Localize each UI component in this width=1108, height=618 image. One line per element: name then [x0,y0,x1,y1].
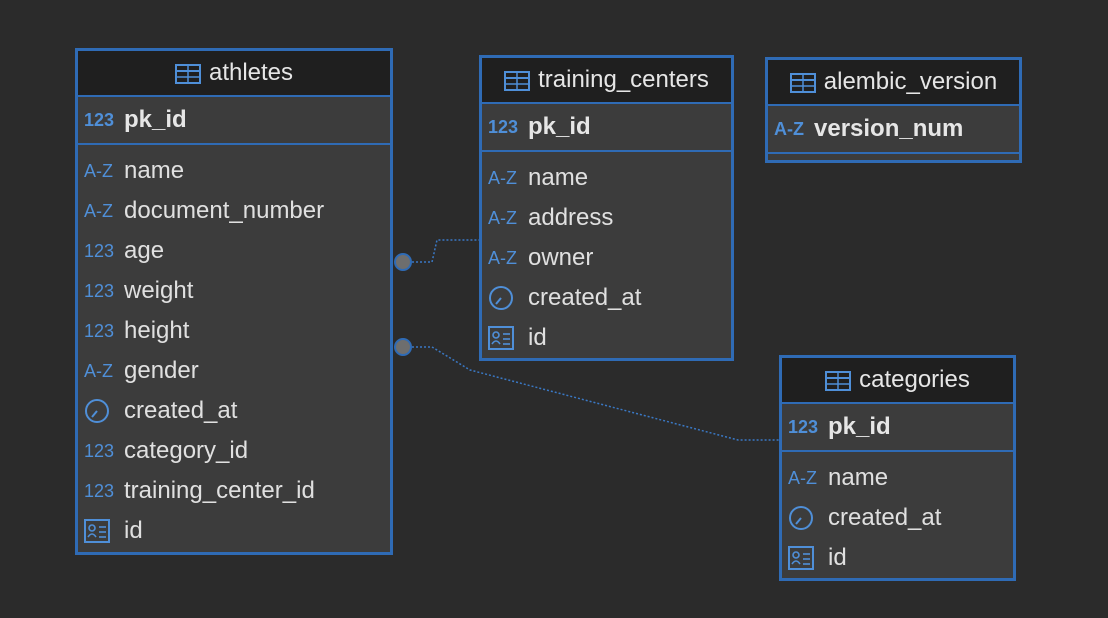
entity-header[interactable]: alembic_version [768,60,1019,106]
number-type-icon: 123 [84,440,115,461]
table-icon [825,370,852,391]
column-name: pk_id [828,413,891,440]
column-row-created-at[interactable]: created_at [78,391,390,431]
entity-title: training_centers [538,66,709,93]
entity-header[interactable]: training_centers [482,58,731,104]
text-type-icon: A-Z [84,360,113,381]
number-type-icon: 123 [84,109,115,130]
text-type-icon: A-Z [488,167,517,188]
column-name: address [528,204,614,231]
text-type-icon: A-Z [84,160,113,181]
column-name: id [124,517,143,544]
table-icon [174,63,201,84]
connector-endpoint-training-centers [394,253,412,271]
column-row-created-at[interactable]: created_at [482,278,731,318]
number-type-icon: 123 [488,116,519,137]
number-type-icon: 123 [84,320,115,341]
column-name: created_at [124,397,238,424]
column-name: name [124,157,185,184]
column-row-category-id[interactable]: 123 category_id [78,431,390,471]
table-icon [504,70,531,91]
entity-title: athletes [208,59,294,86]
entity-title: categories [859,366,970,393]
column-row-gender[interactable]: A-Z gender [78,351,390,391]
column-row-name[interactable]: A-Z name [482,158,731,198]
column-name: document_number [124,197,325,224]
entity-alembic-version[interactable]: alembic_version A-Z version_num [765,57,1022,163]
clock-icon [788,505,822,531]
column-row-owner[interactable]: A-Z owner [482,238,731,278]
number-type-icon: 123 [84,480,115,501]
column-name: pk_id [124,106,187,133]
column-name: category_id [124,437,249,464]
id-card-icon [488,325,522,351]
column-name: pk_id [528,113,591,140]
primary-key-row[interactable]: 123 pk_id [782,404,1013,452]
connector-athletes-categories[interactable] [404,346,780,441]
column-name: version_num [814,115,964,142]
column-row-name[interactable]: A-Z name [782,458,1013,498]
text-type-icon: A-Z [488,207,517,228]
primary-key-row[interactable]: 123 pk_id [78,97,390,145]
column-name: gender [124,357,199,384]
column-name: weight [124,277,194,304]
text-type-icon: A-Z [84,200,113,221]
column-row-created-at[interactable]: created_at [782,498,1013,538]
column-name: id [528,324,547,351]
column-row-id[interactable]: id [78,511,390,551]
column-name: id [828,544,847,571]
column-name: owner [528,244,594,271]
number-type-icon: 123 [788,416,819,437]
column-row-address[interactable]: A-Z address [482,198,731,238]
column-row-document-number[interactable]: A-Z document_number [78,191,390,231]
clock-icon [84,398,118,424]
id-card-icon [788,545,822,571]
column-row-name[interactable]: A-Z name [78,151,390,191]
column-name: name [528,164,589,191]
column-row-age[interactable]: 123 age [78,231,390,271]
entity-header[interactable]: categories [782,358,1013,404]
column-row-id[interactable]: id [782,538,1013,578]
column-name: name [828,464,889,491]
primary-key-row[interactable]: A-Z version_num [768,106,1019,154]
text-type-icon: A-Z [774,118,804,139]
column-row-id[interactable]: id [482,318,731,358]
text-type-icon: A-Z [788,467,817,488]
connector-endpoint-categories [394,338,412,356]
column-name: created_at [828,504,942,531]
entity-title: alembic_version [823,68,998,95]
column-name: height [124,317,190,344]
entity-header[interactable]: athletes [78,51,390,97]
number-type-icon: 123 [84,240,115,261]
column-row-training-center-id[interactable]: 123 training_center_id [78,471,390,511]
clock-icon [488,285,522,311]
text-type-icon: A-Z [488,247,517,268]
number-type-icon: 123 [84,280,115,301]
column-row-height[interactable]: 123 height [78,311,390,351]
column-row-weight[interactable]: 123 weight [78,271,390,311]
id-card-icon [84,518,118,544]
column-name: age [124,237,165,264]
connector-athletes-training-centers[interactable] [404,239,480,263]
primary-key-row[interactable]: 123 pk_id [482,104,731,152]
column-name: training_center_id [124,477,315,504]
column-name: created_at [528,284,642,311]
table-icon [789,72,816,93]
